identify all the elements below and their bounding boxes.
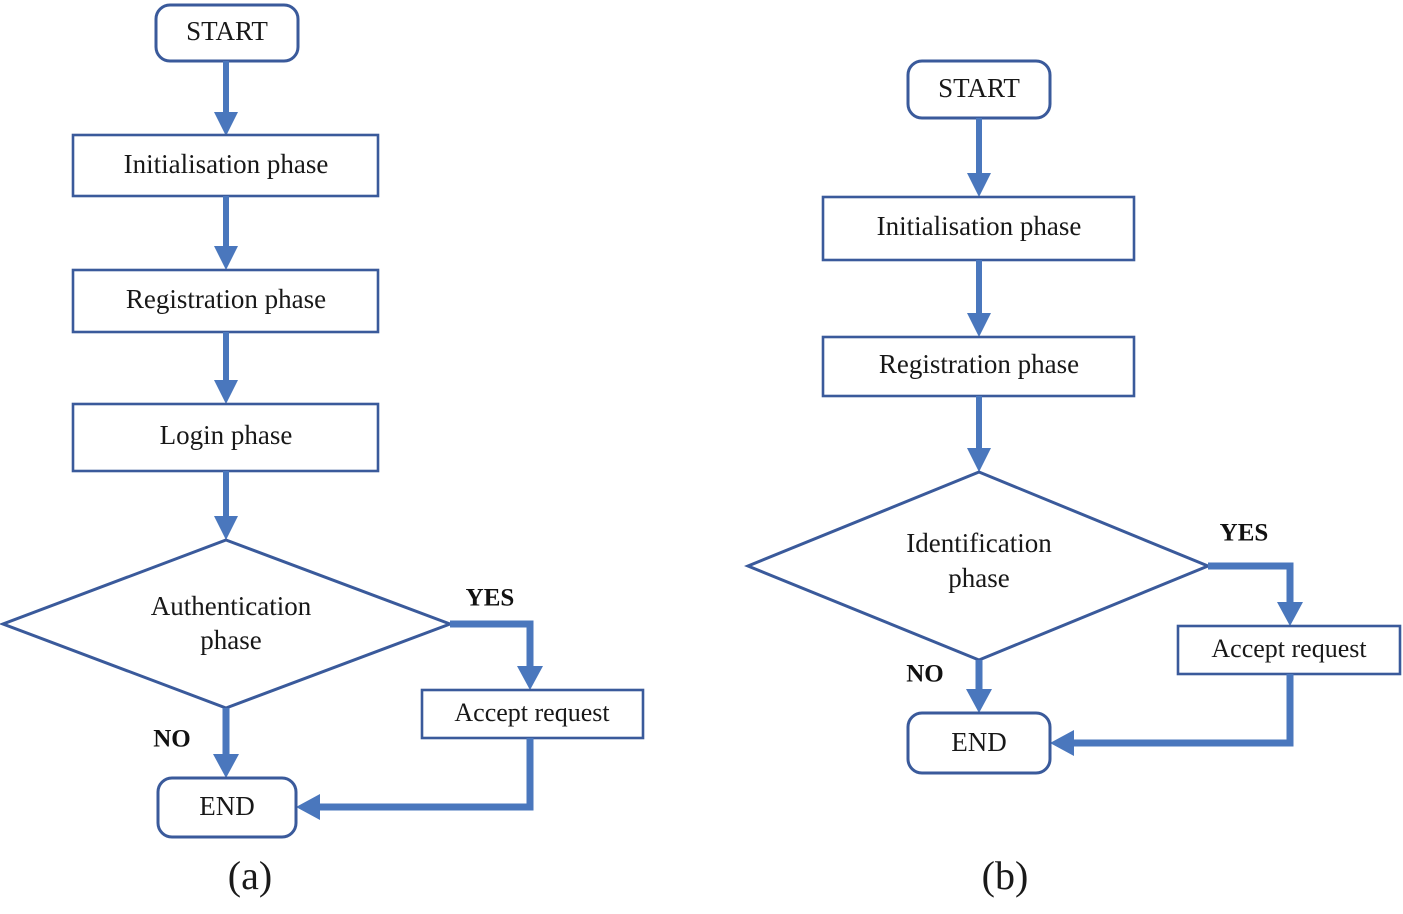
panel-a: START Initialisation phase Registration … [0,3,645,898]
b-initialisation-node[interactable]: Initialisation phase [821,195,1136,262]
b-decision-label-line2: phase [948,563,1009,593]
a-decision-shape [0,538,455,710]
b-decision-label-line1: Identification [906,528,1052,558]
b-start-node[interactable]: START [906,59,1052,120]
b-decision-node[interactable]: Identification phase [744,470,1212,662]
b-registration-shape [821,335,1136,398]
a-registration-label: Registration phase [126,284,326,314]
b-accept-request-label: Accept request [1211,634,1367,663]
a-accept-request-label: Accept request [454,698,610,727]
a-registration-node[interactable]: Registration phase [71,268,380,334]
panel-b: START Initialisation phase Registration … [744,59,1402,898]
a-connector-initialisation-to-registration [214,196,238,270]
b-start-label: START [938,73,1020,103]
a-connector-registration-to-login [214,332,238,404]
b-connector-initialisation-to-registration [967,260,991,337]
b-yes-label: YES [1220,520,1269,547]
a-start-label: START [186,16,268,46]
a-decision-label-line1: Authentication [151,591,312,621]
panel-a-caption: (a) [228,853,272,898]
a-end-label: END [199,791,255,821]
a-accept-request-node[interactable]: Accept request [420,688,645,740]
a-end-node[interactable]: END [156,776,298,839]
a-no-label: NO [153,726,191,753]
a-initialisation-shape [71,133,380,198]
a-yes-label: YES [466,585,515,612]
a-login-label: Login phase [160,420,293,450]
b-registration-label: Registration phase [879,349,1079,379]
a-login-node[interactable]: Login phase [71,402,380,473]
a-decision-node[interactable]: Authentication phase [0,538,455,710]
a-connector-yes-to-accept [450,620,543,690]
a-decision-label-line2: phase [200,625,261,655]
a-initialisation-label: Initialisation phase [124,149,329,179]
b-connector-registration-to-decision [967,396,991,472]
b-connector-no-to-end [966,660,992,713]
a-initialisation-node[interactable]: Initialisation phase [71,133,380,198]
b-accept-request-node[interactable]: Accept request [1176,624,1402,676]
b-end-label: END [951,727,1007,757]
a-start-node[interactable]: START [154,3,300,63]
a-connector-start-to-initialisation [214,61,238,136]
b-accept-request-shape [1176,624,1402,676]
b-initialisation-label: Initialisation phase [877,211,1082,241]
b-end-node[interactable]: END [906,711,1052,775]
a-connector-accept-to-end [296,738,534,820]
a-connector-no-to-end [213,708,239,778]
b-connector-accept-to-end [1050,674,1294,756]
b-connector-start-to-initialisation [967,118,991,197]
b-connector-yes-to-accept [1208,562,1303,626]
a-end-shape [156,776,298,839]
b-end-shape [906,711,1052,775]
b-registration-node[interactable]: Registration phase [821,335,1136,398]
a-connector-login-to-decision [214,471,238,540]
b-no-label: NO [906,661,944,688]
panel-b-caption: (b) [982,853,1029,898]
a-login-shape [71,402,380,473]
